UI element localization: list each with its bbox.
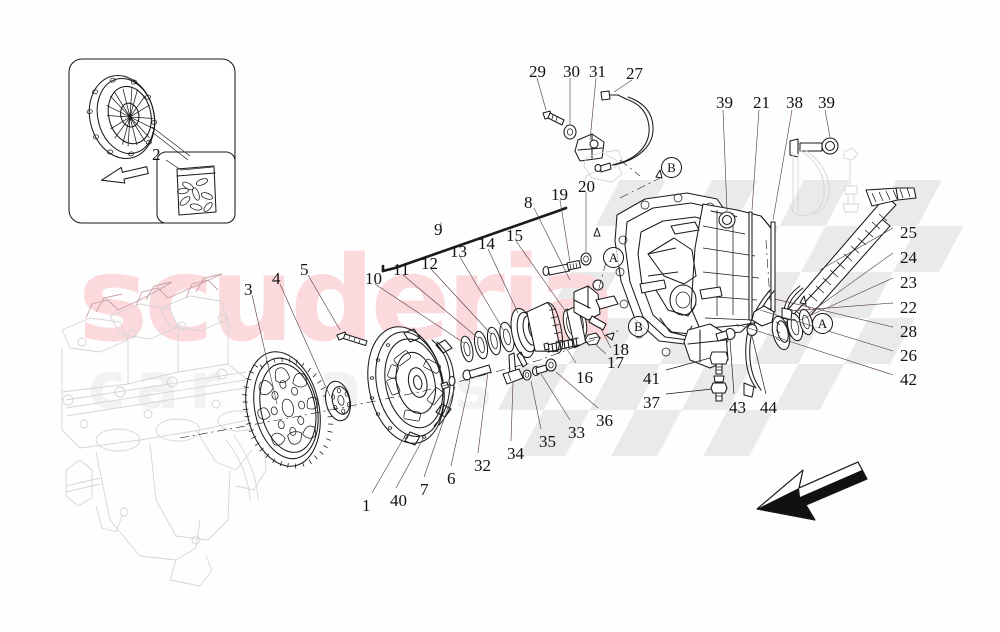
callout-number-8: 8: [524, 193, 533, 212]
callout-number-1: 1: [362, 496, 371, 515]
section-marker-a-top: A: [603, 247, 624, 268]
callout-number-4: 4: [272, 269, 281, 288]
callout-number-11: 11: [393, 260, 410, 279]
callout-number-38: 38: [786, 93, 803, 112]
callout-number-41: 41: [643, 369, 660, 388]
clutch-master-linkage: [542, 90, 654, 185]
leader-lines: [251, 77, 894, 494]
callout-number-21: 21: [753, 93, 770, 112]
assembly-centreline: [179, 159, 771, 439]
shim-washer-stack: [460, 321, 515, 363]
parts-bag-illustration: [176, 165, 217, 216]
flywheel-assembly: [242, 351, 334, 469]
release-fork-lever: [543, 279, 619, 353]
dowel-pins: [718, 137, 839, 321]
callout-number-7: 7: [420, 480, 429, 499]
callout-number-16: 16: [576, 368, 593, 387]
callout-number-27: 27: [626, 64, 643, 83]
section-marker-b-middle: B: [628, 316, 649, 337]
callout-number-39: 39: [818, 93, 835, 112]
engine-block-ghost: [61, 273, 267, 587]
callout-number-18: 18: [612, 340, 629, 359]
callout-number-28: 28: [900, 322, 917, 341]
callout-number-10: 10: [365, 269, 382, 288]
callout-number-14: 14: [478, 234, 495, 253]
clutch-cover-illustration: [86, 74, 158, 160]
callout-number-23: 23: [900, 273, 917, 292]
callout-number-6: 6: [447, 469, 456, 488]
clutch-fork-pivot-hardware: [440, 352, 557, 390]
callout-number-13: 13: [450, 242, 467, 261]
flywheel-bolt-5: [336, 331, 368, 347]
clutch-pressure-plate-assembly: [367, 326, 455, 446]
callout-number-34: 34: [507, 444, 524, 463]
reverse-light-switches: [709, 351, 729, 402]
callout-number-2: 2: [152, 145, 161, 164]
callout-number-24: 24: [900, 248, 917, 267]
callout-number-37: 37: [643, 393, 660, 412]
input-shaft-bearings: [771, 308, 814, 351]
callout-number-20: 20: [578, 177, 595, 196]
callout-number-39: 39: [716, 93, 733, 112]
callout-number-25: 25: [900, 223, 917, 242]
callout-number-15: 15: [506, 226, 523, 245]
callout-number-29: 29: [529, 62, 546, 81]
clutch-hydraulic-pipes: [709, 285, 804, 402]
callout-number-44: 44: [760, 398, 777, 417]
return-spring: [543, 337, 580, 353]
callout-number-31: 31: [589, 62, 606, 81]
callout-number-30: 30: [563, 62, 580, 81]
callout-number-43: 43: [729, 398, 746, 417]
callout-number-9: 9: [434, 220, 443, 239]
release-bearing-assembly: [510, 301, 564, 368]
assembly-direction-arrow-shape: [756, 461, 868, 521]
callout-number-5: 5: [300, 260, 309, 279]
callout-number-42: 42: [900, 370, 917, 389]
callout-number-35: 35: [539, 432, 556, 451]
hydraulic-line-ghost: [789, 147, 860, 217]
callout-number-22: 22: [900, 298, 917, 317]
flywheel-spacer-plate: [325, 380, 352, 422]
callout-number-19: 19: [551, 185, 568, 204]
callout-number-40: 40: [390, 491, 407, 510]
callout-number-12: 12: [421, 254, 438, 273]
inset-direction-arrow: [101, 166, 149, 184]
callout-number-33: 33: [568, 423, 585, 442]
section-marker-a-right: A: [812, 313, 833, 334]
pushrod-hardware: [542, 252, 592, 277]
section-marker-arrows: [593, 169, 807, 341]
clutch-cover-inset-panel: [68, 58, 236, 224]
callout-number-36: 36: [596, 411, 613, 430]
section-marker-b-top: B: [661, 157, 682, 178]
callout-number-32: 32: [474, 456, 491, 475]
transmission-bell-housing: [614, 192, 772, 369]
callout-number-17: 17: [607, 353, 624, 372]
callout-number-3: 3: [244, 280, 253, 299]
callout-number-26: 26: [900, 346, 917, 365]
